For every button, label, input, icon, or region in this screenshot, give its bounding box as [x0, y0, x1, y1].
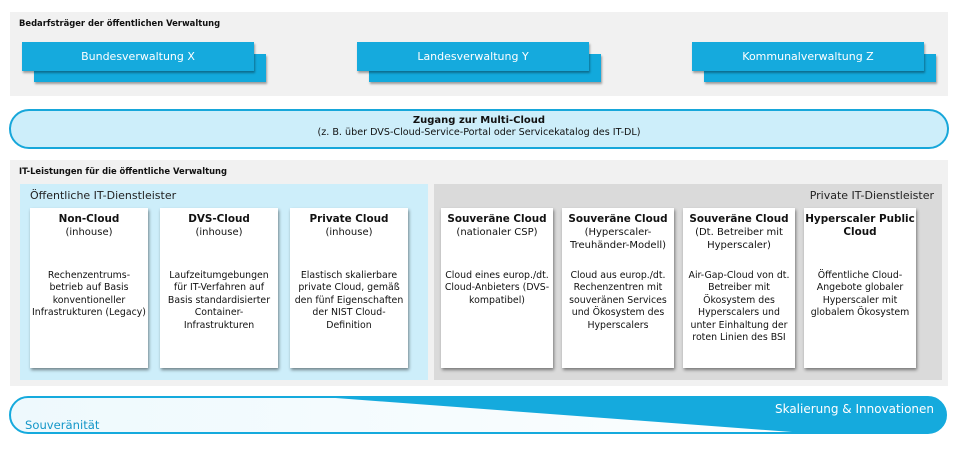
card-description: Laufzeitumgebungen für IT-Verfahren auf …	[167, 270, 271, 331]
entity-kommunalverwaltung: Kommunalverwaltung Z	[692, 42, 936, 82]
spectrum-wedge	[309, 397, 946, 433]
it-services-section: IT-Leistungen für die öffentliche Verwal…	[10, 160, 948, 386]
card-subtitle: (inhouse)	[65, 227, 113, 238]
card-description: Air-Gap-Cloud von dt. Betreiber mit Ökos…	[688, 270, 790, 344]
card-title: DVS-Cloud	[188, 213, 250, 225]
card-sovereign-german-operator: Souveräne Cloud (Dt. Betreiber mit Hyper…	[683, 208, 795, 368]
public-providers-group: Öffentliche IT-Dienstleister Non-Cloud (…	[20, 184, 428, 380]
card-title: Non-Cloud	[58, 213, 120, 225]
entity-label: Bundesverwaltung X	[22, 42, 254, 71]
card-title: Souveräne Cloud	[447, 213, 547, 225]
access-title: Zugang zur Multi-Cloud	[412, 115, 546, 126]
it-section-title: IT-Leistungen für die öffentliche Verwal…	[19, 166, 228, 176]
entity-bundesverwaltung: Bundesverwaltung X	[22, 42, 266, 82]
entity-landesverwaltung: Landesverwaltung Y	[357, 42, 601, 82]
entity-label: Landesverwaltung Y	[357, 42, 589, 71]
card-subtitle: (inhouse)	[195, 227, 243, 238]
card-subtitle: (Hyperscaler-Treuhänder-Modell)	[569, 227, 667, 251]
sovereignty-scaling-spectrum	[9, 396, 947, 434]
card-title: Souveräne Cloud	[689, 213, 789, 225]
multi-cloud-access-bar: Zugang zur Multi-Cloud (z. B. über DVS-C…	[9, 109, 949, 149]
card-description: Elastisch skalierbare private Cloud, gem…	[294, 270, 404, 331]
card-description: Rechenzentrums-betrieb auf Basis konvent…	[32, 270, 146, 319]
entity-label: Kommunalverwaltung Z	[692, 42, 924, 71]
card-subtitle: (inhouse)	[325, 227, 373, 238]
spectrum-outline	[9, 396, 947, 434]
private-providers-group: Private IT-Dienstleister Souveräne Cloud…	[434, 184, 942, 380]
access-subtitle: (z. B. über DVS-Cloud-Service-Portal ode…	[317, 127, 641, 138]
card-description: Cloud aus europ./dt. Rechenzentren mit s…	[569, 270, 667, 331]
card-description: Cloud eines europ./dt. Cloud-Anbieters (…	[444, 270, 550, 306]
sovereignty-label: Souveränität	[25, 418, 100, 432]
card-title: Hyperscaler Public Cloud	[805, 213, 915, 238]
card-sovereign-national: Souveräne Cloud (nationaler CSP) Cloud e…	[441, 208, 553, 368]
card-hyperscaler-public: Hyperscaler Public Cloud Öffentliche Clo…	[804, 208, 916, 368]
card-private-cloud: Private Cloud (inhouse) Elastisch skalie…	[290, 208, 408, 368]
card-sovereign-trustee: Souveräne Cloud (Hyperscaler-Treuhänder-…	[562, 208, 674, 368]
card-title: Private Cloud	[309, 213, 389, 225]
card-title: Souveräne Cloud	[568, 213, 668, 225]
card-description: Öffentliche Cloud-Angebote globaler Hype…	[810, 270, 910, 319]
card-subtitle: (Dt. Betreiber mit Hyperscaler)	[695, 227, 783, 251]
card-non-cloud: Non-Cloud (inhouse) Rechenzentrums-betri…	[30, 208, 148, 368]
scaling-innovation-label: Skalierung & Innovationen	[774, 402, 934, 416]
private-group-label: Private IT-Dienstleister	[809, 189, 934, 202]
card-subtitle: (nationaler CSP)	[456, 227, 538, 238]
public-group-label: Öffentliche IT-Dienstleister	[30, 189, 177, 202]
card-dvs-cloud: DVS-Cloud (inhouse) Laufzeitumgebungen f…	[160, 208, 278, 368]
demand-section-title: Bedarfsträger der öffentlichen Verwaltun…	[19, 18, 221, 28]
